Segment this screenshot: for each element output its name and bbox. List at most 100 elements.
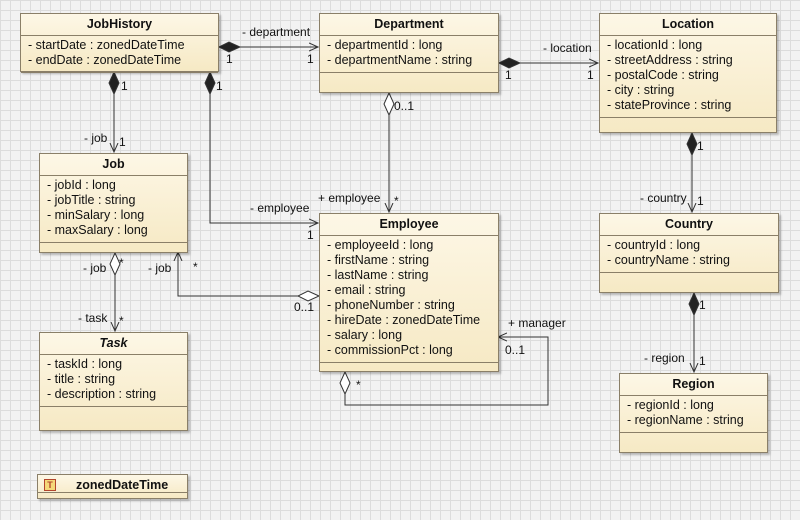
class-name: Task xyxy=(40,333,187,355)
multiplicity: 1 xyxy=(587,68,594,82)
attribute-list: - departmentId : long - departmentName :… xyxy=(320,36,498,73)
role-label: + employee xyxy=(318,191,381,205)
multiplicity: 1 xyxy=(505,68,512,82)
attribute: - maxSalary : long xyxy=(47,223,148,237)
multiplicity: 1 xyxy=(697,194,704,208)
multiplicity: 0..1 xyxy=(505,343,526,357)
class-country[interactable]: Country - countryId : long - countryName… xyxy=(599,213,779,293)
attribute: - employeeId : long xyxy=(327,238,434,252)
multiplicity: 1 xyxy=(121,79,128,93)
attribute: - hireDate : zonedDateTime xyxy=(327,313,481,327)
role-label: - country xyxy=(640,191,687,205)
assoc-employee-job[interactable] xyxy=(178,252,298,297)
attribute-list: - countryId : long - countryName : strin… xyxy=(600,236,778,273)
attribute: - taskId : long xyxy=(47,357,123,371)
class-name: Employee xyxy=(320,214,498,236)
multiplicity: 1 xyxy=(699,354,706,368)
role-label: - region xyxy=(644,351,685,365)
attribute-list: - regionId : long - regionName : string xyxy=(620,396,767,433)
role-label: - job xyxy=(83,261,107,275)
class-jobhistory[interactable]: JobHistory - startDate : zonedDateTime -… xyxy=(20,13,219,73)
role-label: - location xyxy=(543,41,592,55)
attribute: - regionId : long xyxy=(627,398,714,412)
attribute: - countryName : string xyxy=(607,253,730,267)
role-label: - job xyxy=(84,131,108,145)
role-label: + manager xyxy=(508,316,566,330)
attribute: - minSalary : long xyxy=(47,208,145,222)
attribute: - endDate : zonedDateTime xyxy=(28,53,182,67)
multiplicity: * xyxy=(119,314,124,328)
class-name: JobHistory xyxy=(21,14,218,36)
aggregation-diamond xyxy=(339,370,351,396)
role-label: - task xyxy=(78,311,108,325)
class-name: Country xyxy=(600,214,778,236)
attribute: - departmentId : long xyxy=(327,38,443,52)
attribute: - regionName : string xyxy=(627,413,744,427)
attribute: - departmentName : string xyxy=(327,53,473,67)
attribute: - phoneNumber : string xyxy=(327,298,455,312)
composition-diamond xyxy=(204,70,216,96)
attribute: - city : string xyxy=(607,83,675,97)
multiplicity: * xyxy=(193,260,198,274)
attribute: - firstName : string xyxy=(327,253,430,267)
composition-diamond xyxy=(688,291,700,317)
multiplicity: 1 xyxy=(119,135,126,149)
composition-diamond xyxy=(497,57,522,69)
attribute: - postalCode : string xyxy=(607,68,719,82)
assoc-employee-manager[interactable] xyxy=(344,337,549,406)
attribute: - jobTitle : string xyxy=(47,193,136,207)
attribute: - countryId : long xyxy=(607,238,701,252)
attribute: - commissionPct : long xyxy=(327,343,453,357)
aggregation-diamond xyxy=(296,290,321,302)
class-task[interactable]: Task - taskId : long - title : string - … xyxy=(39,332,188,431)
attribute: - email : string xyxy=(327,283,406,297)
multiplicity: 1 xyxy=(216,79,223,93)
attribute: - salary : long xyxy=(327,328,403,342)
divider xyxy=(38,492,187,493)
attribute-list: - employeeId : long - firstName : string… xyxy=(320,236,498,363)
multiplicity: 1 xyxy=(699,298,706,312)
attribute-list: - jobId : long - jobTitle : string - min… xyxy=(40,176,187,243)
composition-diamond xyxy=(108,70,120,96)
attribute: - jobId : long xyxy=(47,178,116,192)
multiplicity: 1 xyxy=(697,139,704,153)
composition-diamond xyxy=(217,41,242,53)
class-department[interactable]: Department - departmentId : long - depar… xyxy=(319,13,499,93)
multiplicity: 0..1 xyxy=(394,99,415,113)
datatype-name: zonedDateTime xyxy=(76,478,169,492)
attribute: - startDate : zonedDateTime xyxy=(28,38,185,52)
multiplicity: 1 xyxy=(307,228,314,242)
role-label: - employee xyxy=(250,201,310,215)
class-name: Region xyxy=(620,374,767,396)
attribute: - description : string xyxy=(47,387,157,401)
multiplicity: * xyxy=(119,256,124,270)
datatype-zoneddatetime[interactable]: T zonedDateTime xyxy=(37,474,188,499)
class-employee[interactable]: Employee - employeeId : long - firstName… xyxy=(319,213,499,372)
attribute: - streetAddress : string xyxy=(607,53,733,67)
attribute-list: - startDate : zonedDateTime - endDate : … xyxy=(21,36,218,73)
class-job[interactable]: Job - jobId : long - jobTitle : string -… xyxy=(39,153,188,253)
attribute: - stateProvince : string xyxy=(607,98,732,112)
multiplicity: * xyxy=(394,194,399,208)
class-region[interactable]: Region - regionId : long - regionName : … xyxy=(619,373,768,453)
role-label: - department xyxy=(242,25,311,39)
assoc-jobhistory-employee[interactable] xyxy=(209,94,318,223)
class-name: Job xyxy=(40,154,187,176)
class-name: Department xyxy=(320,14,498,36)
multiplicity: 1 xyxy=(226,52,233,66)
composition-diamond xyxy=(686,131,698,157)
attribute: - lastName : string xyxy=(327,268,429,282)
aggregation-diamond xyxy=(109,251,121,277)
multiplicity: * xyxy=(356,378,361,392)
attribute: - title : string xyxy=(47,372,116,386)
role-label: - job xyxy=(148,261,172,275)
multiplicity: 1 xyxy=(307,52,314,66)
multiplicity: 0..1 xyxy=(294,300,315,314)
class-location[interactable]: Location - locationId : long - streetAdd… xyxy=(599,13,777,133)
attribute-list: - locationId : long - streetAddress : st… xyxy=(600,36,776,118)
attribute-list: - taskId : long - title : string - descr… xyxy=(40,355,187,407)
attribute: - locationId : long xyxy=(607,38,703,52)
class-name: Location xyxy=(600,14,776,36)
aggregation-diamond xyxy=(383,91,395,117)
